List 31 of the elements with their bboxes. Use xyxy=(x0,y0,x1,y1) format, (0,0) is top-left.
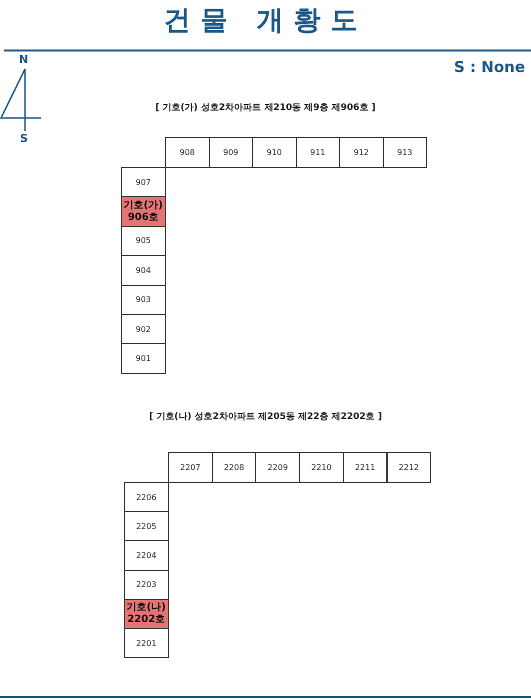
highlighted-unit-cell: 기호(가) 906호 xyxy=(121,196,166,227)
highlighted-unit-cell: 기호(나) 2202호 xyxy=(124,598,168,629)
unit-cell: 909 xyxy=(208,137,253,168)
unit-cell: 2204 xyxy=(124,540,168,571)
unit-cell: 908 xyxy=(165,137,210,168)
unit-cell: 2208 xyxy=(212,452,256,483)
section-heading: [ 기호(가) 성호2차아파트 제210동 제9층 제906호 ] xyxy=(154,102,377,114)
unit-cell: 2212 xyxy=(386,452,432,483)
unit-cell: 2205 xyxy=(124,511,168,542)
unit-cell: 2209 xyxy=(255,452,300,483)
unit-cell: 901 xyxy=(121,343,166,374)
unit-cell: 910 xyxy=(252,137,296,168)
section-heading: [ 기호(나) 성호2차아파트 제205동 제22층 제2202호 ] xyxy=(148,411,383,423)
unit-cell: 907 xyxy=(121,167,166,198)
unit-cell: 2201 xyxy=(124,628,168,658)
scale-note: S : None xyxy=(454,58,525,76)
unit-cell: 2210 xyxy=(299,452,344,483)
unit-cell: 905 xyxy=(121,226,166,256)
unit-cell: 913 xyxy=(382,137,427,168)
unit-cell: 2207 xyxy=(168,452,213,483)
unit-cell: 904 xyxy=(121,255,166,286)
unit-cell: 902 xyxy=(121,314,166,344)
unit-cell: 2211 xyxy=(342,452,388,483)
unit-cell: 912 xyxy=(339,137,384,168)
compass-letter: S xyxy=(20,132,28,145)
unit-cell: 911 xyxy=(296,137,340,168)
page-title: 건물 개황도 xyxy=(162,4,369,38)
compass-letter: N xyxy=(19,53,28,66)
unit-cell: 2203 xyxy=(124,570,168,600)
unit-cell: 2206 xyxy=(124,482,168,512)
unit-cell: 903 xyxy=(121,284,166,315)
